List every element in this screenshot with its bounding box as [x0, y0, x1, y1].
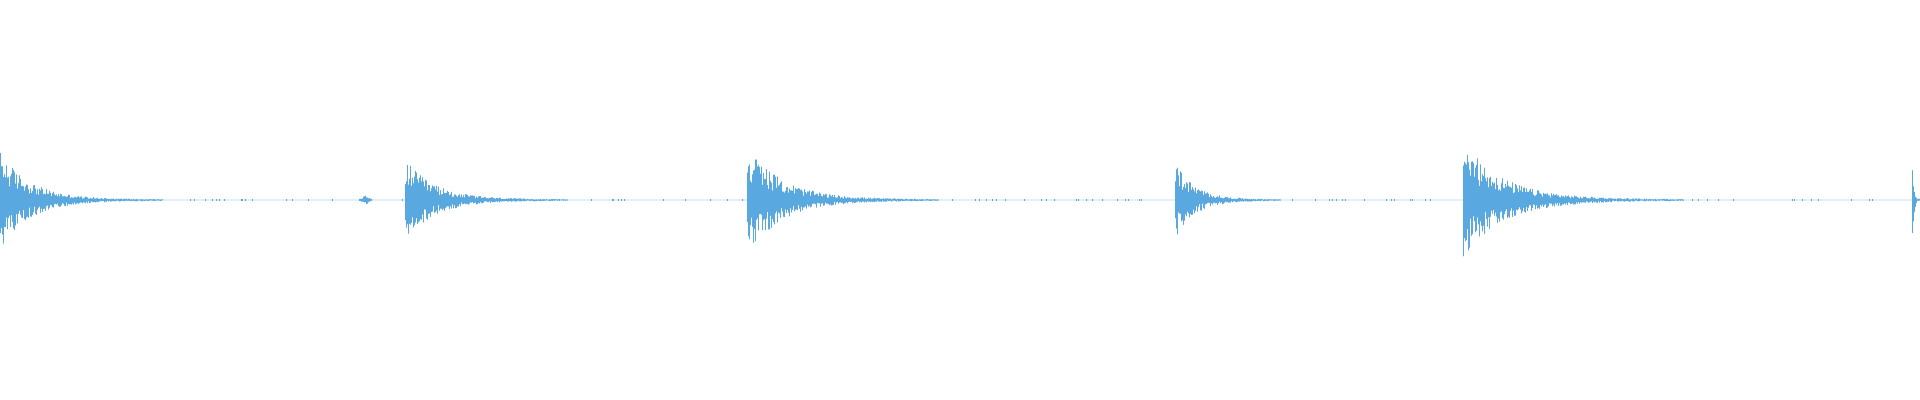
waveform-trace — [0, 153, 1920, 257]
waveform-path — [0, 153, 1920, 257]
